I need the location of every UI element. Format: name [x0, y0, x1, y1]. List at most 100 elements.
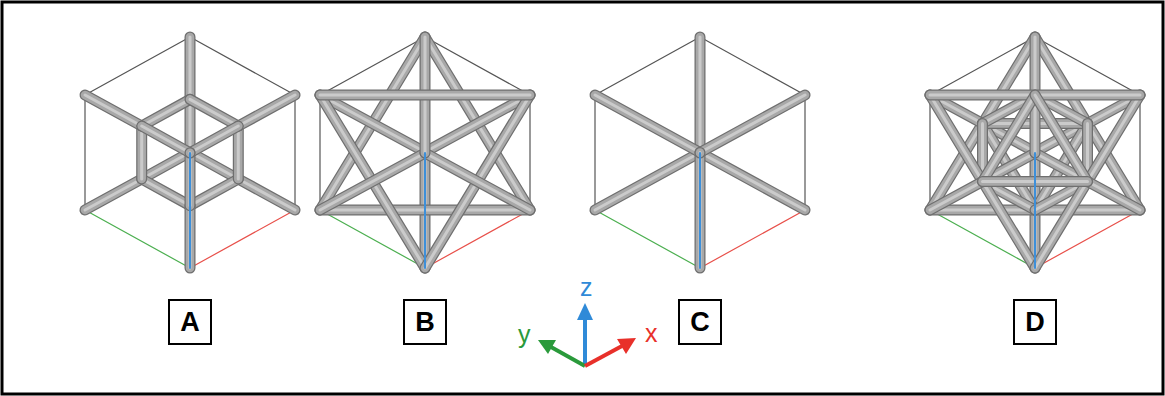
cell-outline: [294, 95, 295, 210]
strut-highlight: [238, 179, 295, 210]
strut-shadow: [320, 90, 530, 101]
cell-outline: [700, 210, 805, 268]
strut-body: [595, 95, 700, 153]
strut-highlight: [320, 95, 425, 268]
strut-shadow: [142, 126, 190, 153]
strut-body: [1035, 95, 1088, 182]
strut-shadow: [190, 179, 238, 206]
z-edge: [1034, 153, 1036, 268]
strut-body: [238, 95, 295, 126]
strut-body: [595, 153, 700, 211]
strut-highlight: [190, 152, 238, 179]
cell-outline: [85, 37, 190, 95]
strut-shadow: [85, 95, 142, 126]
label-box: B: [403, 299, 447, 345]
z-axis-arrow: [583, 318, 587, 366]
strut-shadow: [190, 99, 238, 126]
x-axis-arrow: [585, 346, 622, 366]
cell-letter: D: [1025, 309, 1045, 336]
strut-shadow: [190, 152, 238, 179]
strut-shadow: [1035, 95, 1088, 182]
strut-shadow: [142, 99, 190, 126]
strut-shadow: [700, 153, 805, 211]
strut-shadow: [695, 37, 706, 153]
label-box: D: [1013, 299, 1057, 345]
strut-body: [234, 126, 243, 179]
strut-body: [700, 95, 805, 153]
strut-shadow: [983, 95, 1036, 182]
strut-body: [190, 126, 238, 153]
strut-body: [696, 153, 705, 269]
strut-body: [142, 126, 190, 153]
strut-highlight: [85, 95, 142, 126]
unit-cell: [320, 37, 530, 268]
strut-highlight: [320, 94, 530, 97]
strut-body: [142, 152, 190, 179]
strut-shadow: [595, 95, 700, 153]
cell-outline: [804, 95, 805, 210]
strut-body: [238, 179, 295, 210]
strut-shadow: [595, 153, 700, 211]
z-edge: [424, 153, 426, 268]
strut-shadow: [320, 153, 425, 210]
strut-body: [983, 95, 1036, 182]
strut-body: [186, 99, 195, 152]
cell-outline: [190, 37, 295, 95]
strut-shadow: [425, 153, 530, 210]
strut-body: [320, 153, 425, 210]
axis-label: x: [645, 321, 658, 346]
strut-shadow: [142, 152, 190, 179]
cell-outline: [594, 95, 595, 210]
strut-body: [142, 179, 190, 206]
cell-outline: [85, 210, 190, 268]
cell-outline: [595, 37, 700, 95]
strut-body: [190, 99, 238, 126]
strut-highlight: [140, 126, 143, 179]
cell-outline: [1139, 95, 1140, 210]
cell-outline: [529, 95, 530, 210]
strut-highlight: [189, 99, 192, 152]
strut-body: [320, 95, 425, 268]
strut-highlight: [425, 153, 530, 210]
strut-body: [425, 95, 530, 268]
strut-shadow: [320, 95, 425, 268]
strut-highlight: [142, 126, 190, 153]
axis-label: z: [580, 275, 593, 300]
strut-shadow: [85, 179, 142, 210]
strut-highlight: [320, 153, 425, 210]
strut-highlight: [425, 95, 530, 268]
unit-cell: [85, 37, 295, 268]
strut-highlight: [983, 95, 1036, 182]
strut-highlight: [595, 95, 700, 153]
strut-highlight: [700, 153, 805, 211]
cell-outline: [929, 95, 930, 210]
strut-shadow: [700, 95, 805, 153]
strut-shadow: [238, 95, 295, 126]
cell-outline: [319, 95, 320, 210]
strut-body: [186, 37, 195, 99]
unit-cell: [595, 37, 805, 268]
strut-shadow: [238, 179, 295, 210]
strut-highlight: [189, 37, 192, 99]
strut-highlight: [1035, 95, 1088, 182]
strut-highlight: [700, 95, 805, 153]
z-edge: [699, 153, 701, 268]
strut-shadow: [142, 179, 190, 206]
strut-highlight: [699, 153, 702, 269]
x-arrowhead: [617, 338, 636, 354]
cell-outline: [84, 95, 85, 210]
y-axis-arrow: [551, 347, 585, 366]
strut-body: [190, 179, 238, 206]
strut-shadow: [425, 95, 530, 268]
strut-highlight: [142, 152, 190, 179]
strut-body: [696, 37, 705, 153]
z-arrowhead: [577, 303, 593, 320]
unit-cell: [930, 37, 1140, 268]
lattice-cells: [85, 37, 1140, 268]
label-box: A: [168, 299, 212, 345]
cell-outline: [700, 37, 805, 95]
strut-shadow: [695, 153, 706, 269]
strut-highlight: [699, 37, 702, 153]
